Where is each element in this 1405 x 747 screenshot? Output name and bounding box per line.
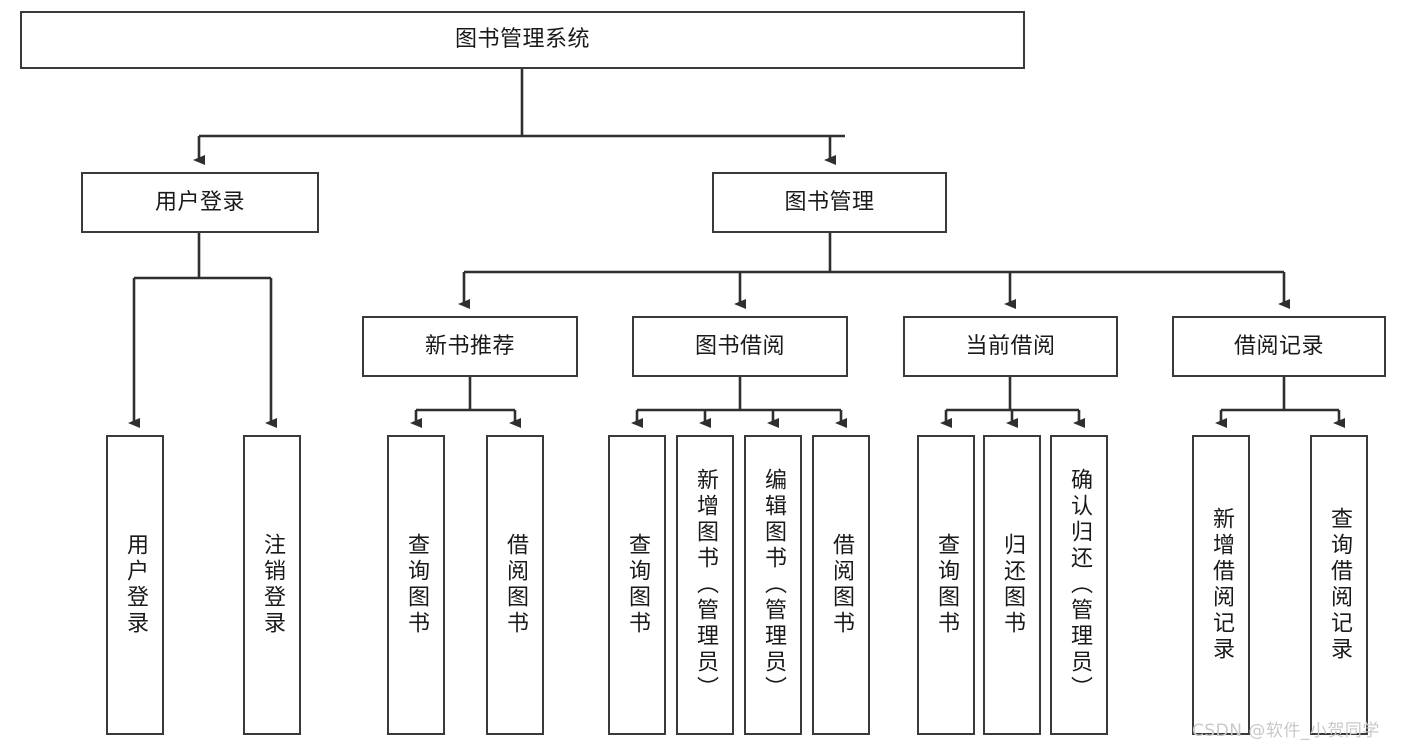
node-leaf-edit-book[interactable]: 编辑图书（管理员） xyxy=(744,435,802,735)
node-leaf-query-record-label: 查询借阅记录 xyxy=(1327,507,1352,663)
node-new-book-recommend[interactable]: 新书推荐 xyxy=(362,316,578,377)
node-leaf-return-book-label: 归还图书 xyxy=(1000,533,1025,637)
node-leaf-confirm-return-label: 确认归还（管理员） xyxy=(1067,468,1092,702)
node-new-book-recommend-label: 新书推荐 xyxy=(424,333,515,359)
node-leaf-query-record[interactable]: 查询借阅记录 xyxy=(1310,435,1368,735)
node-leaf-edit-book-label: 编辑图书（管理员） xyxy=(761,468,786,702)
node-leaf-user-logout[interactable]: 注销登录 xyxy=(243,435,301,735)
node-root-label: 图书管理系统 xyxy=(454,27,590,53)
node-leaf-query-book-2[interactable]: 查询图书 xyxy=(608,435,666,735)
node-leaf-add-book[interactable]: 新增图书（管理员） xyxy=(676,435,734,735)
node-leaf-borrow-book-1[interactable]: 借阅图书 xyxy=(486,435,544,735)
node-leaf-query-book-1-label: 查询图书 xyxy=(404,533,429,637)
node-leaf-borrow-book-1-label: 借阅图书 xyxy=(503,533,528,637)
node-leaf-query-book-2-label: 查询图书 xyxy=(625,533,650,637)
node-leaf-query-book-3[interactable]: 查询图书 xyxy=(917,435,975,735)
node-leaf-add-record[interactable]: 新增借阅记录 xyxy=(1192,435,1250,735)
node-leaf-user-login-label: 用户登录 xyxy=(123,533,148,637)
node-leaf-borrow-book-2-label: 借阅图书 xyxy=(829,533,854,637)
node-current-borrow-label: 当前借阅 xyxy=(965,333,1056,359)
node-borrow-record[interactable]: 借阅记录 xyxy=(1172,316,1386,377)
node-leaf-confirm-return[interactable]: 确认归还（管理员） xyxy=(1050,435,1108,735)
node-leaf-borrow-book-2[interactable]: 借阅图书 xyxy=(812,435,870,735)
node-book-borrow[interactable]: 图书借阅 xyxy=(632,316,848,377)
node-leaf-add-record-label: 新增借阅记录 xyxy=(1209,507,1234,663)
node-leaf-add-book-label: 新增图书（管理员） xyxy=(693,468,718,702)
node-book-borrow-label: 图书借阅 xyxy=(694,333,785,359)
node-book-manage[interactable]: 图书管理 xyxy=(712,172,947,233)
node-leaf-query-book-1[interactable]: 查询图书 xyxy=(387,435,445,735)
node-user-login[interactable]: 用户登录 xyxy=(81,172,319,233)
node-current-borrow[interactable]: 当前借阅 xyxy=(903,316,1118,377)
node-leaf-user-login[interactable]: 用户登录 xyxy=(106,435,164,735)
node-user-login-label: 用户登录 xyxy=(154,189,245,215)
node-book-manage-label: 图书管理 xyxy=(784,189,875,215)
node-leaf-user-logout-label: 注销登录 xyxy=(260,533,285,637)
node-leaf-query-book-3-label: 查询图书 xyxy=(934,533,959,637)
node-root[interactable]: 图书管理系统 xyxy=(20,11,1025,69)
node-borrow-record-label: 借阅记录 xyxy=(1233,333,1324,359)
node-leaf-return-book[interactable]: 归还图书 xyxy=(983,435,1041,735)
